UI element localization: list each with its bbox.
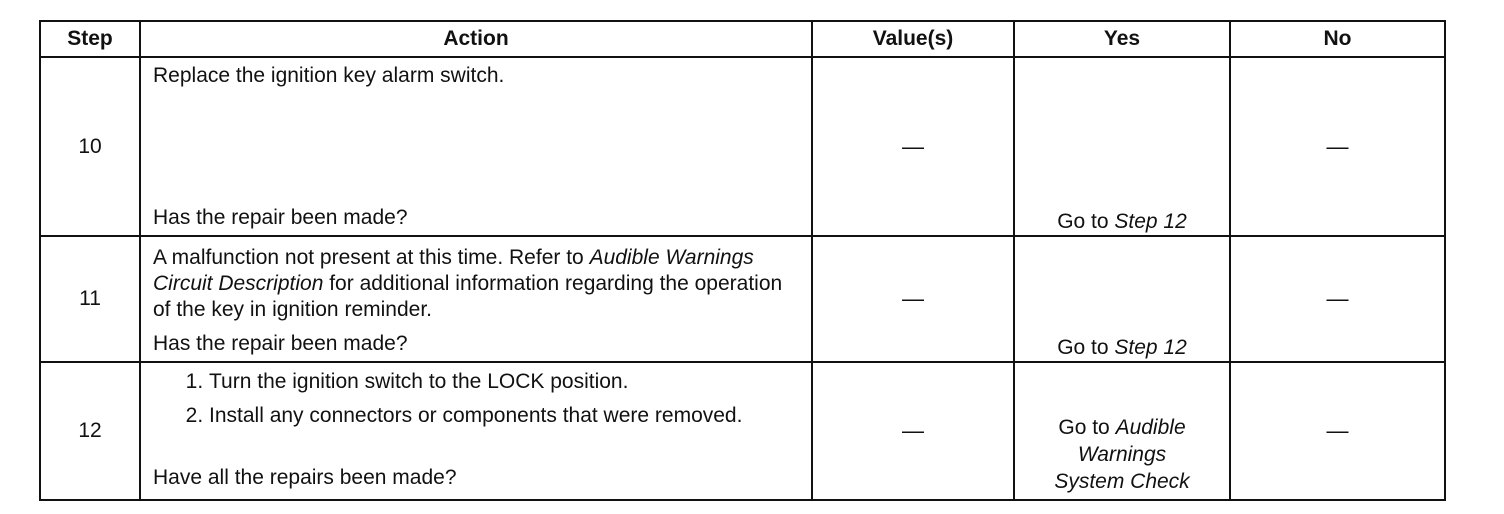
action-cell: Turn the ignition switch to the LOCK pos… (139, 361, 813, 501)
table-row: 12 Turn the ignition switch to the LOCK … (39, 361, 1446, 501)
action-text: Replace the ignition key alarm switch. (153, 64, 505, 87)
value-cell: — (811, 56, 1015, 237)
yes-goto-link-line1[interactable]: Audible (1115, 416, 1186, 439)
step-number: 10 (39, 56, 141, 237)
yes-cell: Go to Audible Warnings System Check (1013, 361, 1231, 501)
yes-goto-prefix: Go to (1057, 210, 1115, 233)
action-step-item: Turn the ignition switch to the LOCK pos… (209, 369, 801, 395)
value-cell: — (811, 361, 1015, 501)
step-number: 11 (39, 235, 141, 363)
action-question: Has the repair been made? (153, 332, 408, 355)
yes-goto-link-line2[interactable]: Warnings (1077, 443, 1167, 466)
value-cell: — (811, 235, 1015, 363)
action-question: Has the repair been made? (153, 206, 408, 229)
diagnostic-table: Step Action Value(s) Yes No 10 Replace t… (39, 20, 1446, 501)
table-row: 11 A malfunction not present at this tim… (39, 235, 1446, 363)
action-steps-list: Turn the ignition switch to the LOCK pos… (153, 369, 801, 429)
no-cell: — (1229, 235, 1446, 363)
yes-goto-prefix: Go to (1057, 336, 1115, 359)
header-action: Action (139, 20, 813, 58)
yes-cell: Go to Step 12 (1013, 235, 1231, 363)
action-question: Have all the repairs been made? (153, 466, 457, 489)
yes-cell: Go to Step 12 (1013, 56, 1231, 237)
no-cell: — (1229, 361, 1446, 501)
action-cell: A malfunction not present at this time. … (139, 235, 813, 363)
yes-goto-link[interactable]: Step 12 (1114, 336, 1187, 359)
header-values: Value(s) (811, 20, 1015, 58)
header-yes: Yes (1013, 20, 1231, 58)
table-row: 10 Replace the ignition key alarm switch… (39, 56, 1446, 237)
yes-goto-prefix: Go to (1058, 416, 1116, 439)
action-text-post: for additional information regarding the… (153, 272, 783, 321)
action-text: A malfunction not present at this time. … (153, 245, 801, 323)
yes-goto-link-line3[interactable]: System Check (1054, 470, 1190, 493)
yes-goto-link[interactable]: Step 12 (1114, 210, 1187, 233)
step-number: 12 (39, 361, 141, 501)
action-text-pre: A malfunction not present at this time. … (153, 246, 590, 269)
action-cell: Replace the ignition key alarm switch. H… (139, 56, 813, 237)
no-cell: — (1229, 56, 1446, 237)
header-step: Step (39, 20, 141, 58)
action-reference-link[interactable]: Audible Warnings Circuit Description (153, 246, 754, 295)
action-step-item: Install any connectors or components tha… (209, 403, 801, 429)
table-header-row: Step Action Value(s) Yes No (39, 20, 1446, 58)
header-no: No (1229, 20, 1446, 58)
